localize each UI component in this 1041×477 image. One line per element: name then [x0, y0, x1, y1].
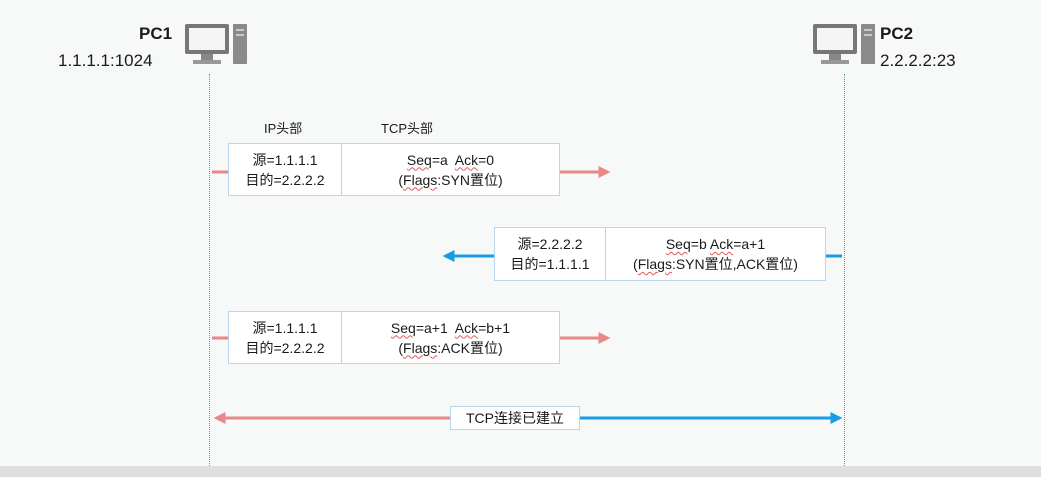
pc1-lifeline — [209, 74, 210, 466]
pc2-name: PC2 — [880, 24, 914, 43]
ip-header: 源=1.1.1.1 目的=2.2.2.2 — [229, 144, 342, 195]
tcp-header-label: TCP头部 — [381, 121, 434, 136]
tcp-flags: (Flags:ACK置位) — [398, 339, 503, 356]
tcp-header: Seq=a+1 Ack=b+1 (Flags:ACK置位) — [342, 312, 559, 363]
syn-packet: 源=1.1.1.1 目的=2.2.2.2 Seq=a Ack=0 (Flags:… — [228, 143, 560, 196]
ip-header: 源=2.2.2.2 目的=1.1.1.1 — [495, 228, 606, 280]
bottom-bar — [0, 466, 1041, 477]
tcp-header: Seq=a Ack=0 (Flags:SYN置位) — [342, 144, 559, 195]
source-address: 源=2.2.2.2 — [517, 236, 583, 252]
seq-ack: Seq=b Ack=a+1 — [665, 236, 766, 252]
connection-established-label: TCP连接已建立 — [450, 406, 580, 430]
tcp-header: Seq=b Ack=a+1 (Flags:SYN置位,ACK置位) — [606, 228, 825, 280]
ip-header-label: IP头部 — [264, 121, 303, 136]
source-address: 源=1.1.1.1 — [252, 151, 318, 168]
synack-packet: 源=2.2.2.2 目的=1.1.1.1 Seq=b Ack=a+1 (Flag… — [494, 227, 826, 281]
computer-icon — [185, 24, 247, 64]
computer-icon — [813, 24, 875, 64]
ip-header: 源=1.1.1.1 目的=2.2.2.2 — [229, 312, 342, 363]
destination-address: 目的=2.2.2.2 — [245, 171, 325, 188]
pc2-address: 2.2.2.2:23 — [880, 51, 956, 70]
destination-address: 目的=1.1.1.1 — [510, 256, 590, 272]
ack-packet: 源=1.1.1.1 目的=2.2.2.2 Seq=a+1 Ack=b+1 (Fl… — [228, 311, 560, 364]
seq-ack: Seq=a+1 Ack=b+1 — [390, 319, 511, 336]
destination-address: 目的=2.2.2.2 — [245, 339, 325, 356]
seq-ack: Seq=a Ack=0 — [406, 151, 495, 168]
tcp-flags: (Flags:SYN置位,ACK置位) — [633, 256, 798, 272]
source-address: 源=1.1.1.1 — [252, 319, 318, 336]
tcp-flags: (Flags:SYN置位) — [398, 171, 503, 188]
pc1-address: 1.1.1.1:1024 — [58, 51, 153, 70]
pc2-lifeline — [844, 74, 845, 466]
pc1-name: PC1 — [139, 24, 173, 43]
